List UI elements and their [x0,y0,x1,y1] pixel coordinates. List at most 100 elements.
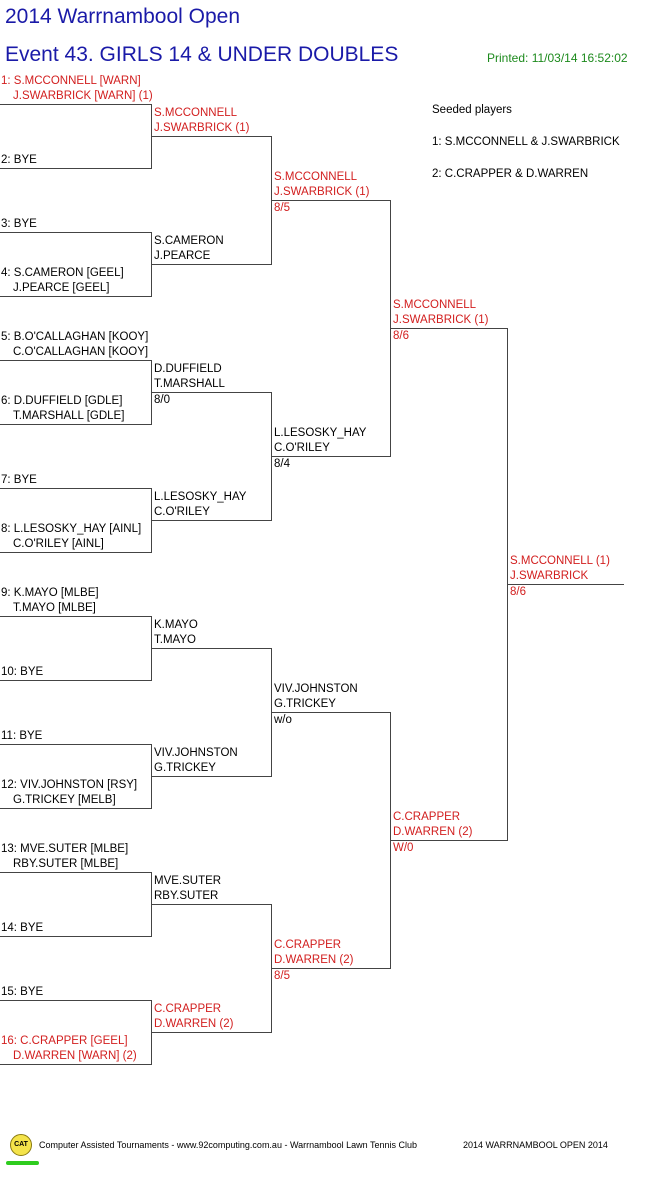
bracket-line [271,968,391,969]
footer-event: 2014 WARRNAMBOOL OPEN 2014 [463,1140,608,1150]
bracket-line [151,520,272,521]
entry-line-1: 5: B.O'CALLAGHAN [KOOY] [1,331,149,343]
entry-line-1: 9: K.MAYO [MLBE] [1,587,99,599]
bracket-line [0,488,152,489]
entry-line-2: J.PEARCE [GEEL] [13,282,110,294]
bracket-line [0,1064,152,1065]
bracket-line [151,136,272,137]
entry-line-2: T.MARSHALL [GDLE] [13,410,125,422]
bracket-line [271,200,391,201]
entry-line-2: T.MARSHALL [154,378,225,390]
entry-line-1: VIV.JOHNSTON [154,747,238,759]
entry-line-2: J.SWARBRICK (1) [154,122,250,134]
seeded-item: 2: C.CRAPPER & D.WARREN [432,168,589,180]
bracket-line [0,936,152,937]
entry-line-1: 4: S.CAMERON [GEEL] [1,267,124,279]
seeded-item: 1: S.MCCONNELL & J.SWARBRICK [432,136,620,148]
entry-line-1: 13: MVE.SUTER [MLBE] [1,843,129,855]
entry-line-2: C.O'RILEY [154,506,210,518]
entry-line-2: T.MAYO [154,634,196,646]
entry-line-1: MVE.SUTER [154,875,222,887]
bracket-line [151,264,272,265]
entry-line-2: D.WARREN (2) [393,826,473,838]
logo-underline [6,1161,39,1165]
entry-line-2: RBY.SUTER [MLBE] [13,858,119,870]
entry-line-1: 8: L.LESOSKY_HAY [AINL] [1,523,142,535]
entry-line-2: G.TRICKEY [154,762,216,774]
entry-line-2: G.TRICKEY [MELB] [13,794,116,806]
entry-line-2: D.WARREN [WARN] (2) [13,1050,137,1062]
entry-line-1: 11: BYE [1,730,43,742]
bracket-line [0,552,152,553]
cat-logo-icon: CAT [10,1134,32,1156]
entry-line-1: K.MAYO [154,619,198,631]
match-score: 8/0 [154,394,170,406]
entry-line-1: 6: D.DUFFIELD [GDLE] [1,395,123,407]
bracket-line [0,808,152,809]
entry-line-1: D.DUFFIELD [154,363,222,375]
bracket-line [0,360,152,361]
printed-timestamp: Printed: 11/03/14 16:52:02 [487,51,628,65]
entry-line-1: 1: S.MCCONNELL [WARN] [1,75,141,87]
event-title: Event 43. GIRLS 14 & UNDER DOUBLES [5,43,399,66]
entry-line-2: C.O'RILEY [AINL] [13,538,104,550]
entry-line-2: J.PEARCE [154,250,211,262]
match-score: 8/4 [274,458,290,470]
entry-line-2: RBY.SUTER [154,890,219,902]
entry-line-1: 12: VIV.JOHNSTON [RSY] [1,779,138,791]
bracket-line [0,424,152,425]
bracket-line [151,904,272,905]
bracket-line [0,296,152,297]
bracket-line [151,392,272,393]
bracket-line [151,776,272,777]
entry-line-2: G.TRICKEY [274,698,336,710]
entry-line-2: C.O'CALLAGHAN [KOOY] [13,346,149,358]
bracket-line [0,680,152,681]
entry-line-1: 7: BYE [1,474,37,486]
entry-line-1: S.MCCONNELL [393,299,477,311]
bracket-line [271,712,391,713]
entry-line-2: D.WARREN (2) [154,1018,234,1030]
entry-line-1: C.CRAPPER [154,1003,222,1015]
bracket-line [0,232,152,233]
match-score: 8/6 [510,586,526,598]
bracket-line [0,744,152,745]
seeded-title: Seeded players [432,104,512,116]
entry-line-1: S.MCCONNELL [154,107,238,119]
entry-line-1: VIV.JOHNSTON [274,683,358,695]
entry-line-1: 15: BYE [1,986,44,998]
entry-line-1: L.LESOSKY_HAY [274,427,367,439]
entry-line-1: S.CAMERON [154,235,224,247]
entry-line-2: J.SWARBRICK [510,570,589,582]
bracket-line [0,616,152,617]
footer-credits: Computer Assisted Tournaments - www.92co… [39,1140,418,1150]
match-score: 8/5 [274,202,290,214]
entry-line-1: L.LESOSKY_HAY [154,491,247,503]
entry-line-1: 2: BYE [1,154,37,166]
entry-line-2: J.SWARBRICK (1) [393,314,489,326]
entry-line-2: T.MAYO [MLBE] [13,602,96,614]
match-score: 8/5 [274,970,290,982]
match-score: 8/6 [393,330,409,342]
entry-line-2: J.SWARBRICK (1) [274,186,370,198]
entry-line-1: S.MCCONNELL [274,171,358,183]
entry-line-1: S.MCCONNELL (1) [510,555,610,567]
entry-line-1: C.CRAPPER [393,811,461,823]
bracket-line [0,104,152,105]
bracket-line [0,1000,152,1001]
entry-line-1: 10: BYE [1,666,44,678]
bracket-line [271,456,391,457]
match-score: w/o [274,714,292,726]
entry-line-2: J.SWARBRICK [WARN] (1) [13,90,153,102]
entry-line-2: D.WARREN (2) [274,954,354,966]
entry-line-1: 14: BYE [1,922,44,934]
bracket-line [390,840,508,841]
bracket-line [0,168,152,169]
entry-line-1: 3: BYE [1,218,37,230]
bracket-line [151,648,272,649]
entry-line-2: C.O'RILEY [274,442,330,454]
bracket-line [0,872,152,873]
bracket-line [390,328,508,329]
entry-line-1: C.CRAPPER [274,939,342,951]
tournament-title: 2014 Warrnambool Open [5,5,241,28]
